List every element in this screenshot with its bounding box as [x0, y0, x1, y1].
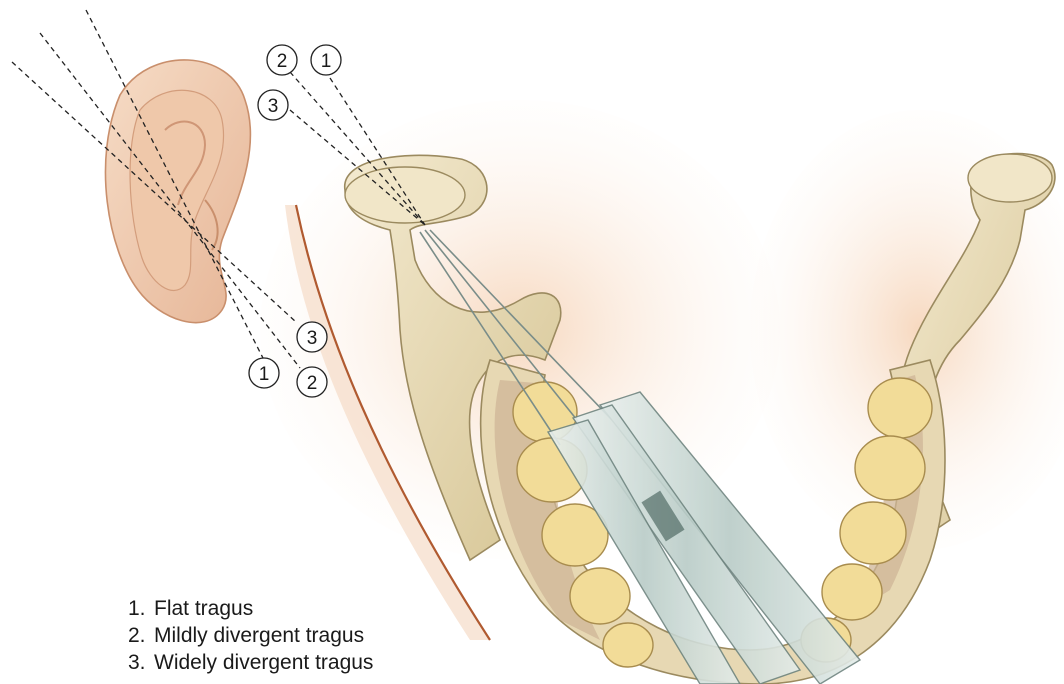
legend-item: 1.Flat tragus — [128, 595, 373, 622]
legend-item: 2.Mildly divergent tragus — [128, 622, 373, 649]
legend-label: Flat tragus — [154, 597, 253, 620]
svg-text:1: 1 — [321, 51, 332, 72]
svg-text:1: 1 — [259, 364, 270, 385]
callout-ear-1: 1 — [249, 358, 279, 388]
svg-text:2: 2 — [277, 51, 288, 72]
legend-number: 2. — [128, 622, 154, 649]
callout-ear-2: 2 — [297, 367, 327, 397]
callout-ear-3: 3 — [297, 322, 327, 352]
ear — [105, 60, 250, 323]
callout-top-1: 1 — [311, 45, 341, 75]
legend-item: 3.Widely divergent tragus — [128, 649, 373, 676]
legend-number: 3. — [128, 649, 154, 676]
callout-top-2: 2 — [267, 45, 297, 75]
legend-number: 1. — [128, 595, 154, 622]
legend-label: Widely divergent tragus — [154, 651, 373, 674]
svg-text:3: 3 — [307, 328, 318, 349]
callout-top-3: 3 — [258, 90, 288, 120]
legend-label: Mildly divergent tragus — [154, 624, 364, 647]
svg-text:3: 3 — [268, 96, 279, 117]
svg-text:2: 2 — [307, 373, 318, 394]
legend: 1.Flat tragus 2.Mildly divergent tragus … — [128, 595, 373, 676]
